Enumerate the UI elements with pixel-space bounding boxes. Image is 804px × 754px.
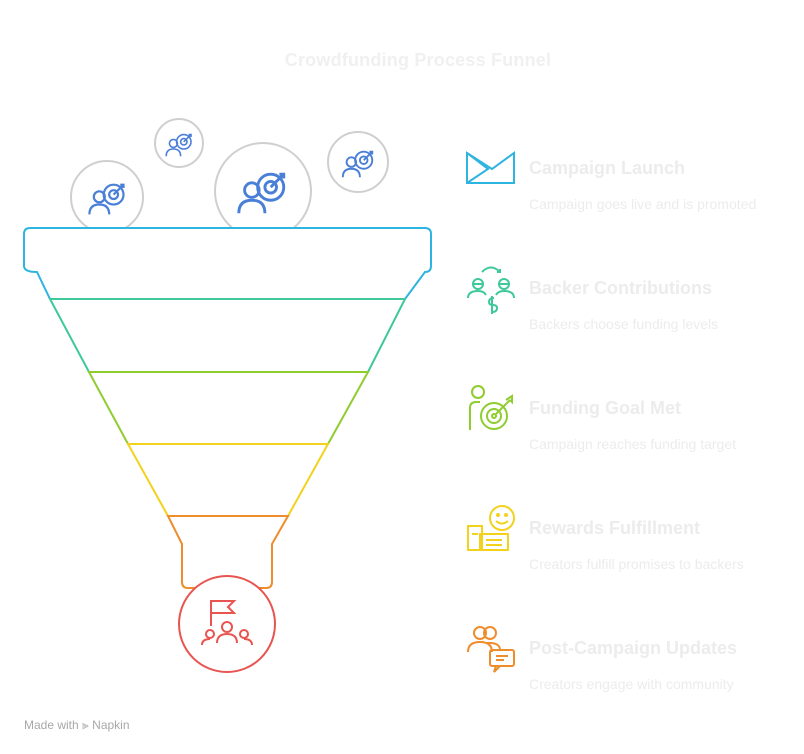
funnel-stage-2: [48, 298, 407, 373]
step-post-campaign-updates: Post-Campaign Updates Creators engage wi…: [465, 638, 795, 718]
step-description: Campaign goes live and is promoted: [529, 196, 757, 212]
step-title: Backer Contributions: [529, 278, 713, 298]
input-circle-1: [70, 160, 144, 234]
step-title: Rewards Fulfillment: [529, 518, 701, 538]
made-with-label: Made with: [24, 718, 79, 732]
person-target-icon: [469, 385, 513, 430]
footer-credit: Made with ⫸ Napkin: [24, 718, 130, 733]
input-circle-2: [154, 118, 204, 168]
step-title: Funding Goal Met: [529, 398, 681, 418]
funnel-stage-1: [23, 227, 432, 300]
happy-delivery-icon: [467, 505, 515, 551]
step-campaign-launch: Campaign Launch Campaign goes live and i…: [465, 158, 795, 238]
funnel-stage-4: [126, 443, 330, 517]
napkin-logo-icon: ⫸: [82, 718, 89, 732]
people-exchange-icon: [467, 266, 515, 314]
step-description: Creators fulfill promises to backers: [529, 556, 744, 572]
output-circle: [178, 575, 276, 673]
step-title: Post-Campaign Updates: [529, 638, 738, 658]
chat-people-icon: [467, 626, 515, 673]
megaphone-icon: [466, 151, 515, 184]
funnel-stage-3: [87, 371, 370, 445]
step-funding-goal-met: Funding Goal Met Campaign reaches fundin…: [465, 398, 795, 478]
step-description: Backers choose funding levels: [529, 316, 719, 332]
step-backer-contributions: Backer Contributions Backers choose fund…: [465, 278, 795, 358]
step-rewards-fulfillment: Rewards Fulfillment Creators fulfill pro…: [465, 518, 795, 598]
funnel-stage-5: [166, 515, 290, 589]
input-circle-4: [327, 131, 389, 193]
step-title: Campaign Launch: [529, 158, 686, 178]
step-description: Campaign reaches funding target: [529, 436, 737, 452]
step-description: Creators engage with community: [529, 676, 734, 692]
team-flag-icon: [201, 600, 253, 646]
input-circle-3: [214, 142, 312, 240]
diagram-title: Crowdfunding Process Funnel: [284, 50, 552, 70]
brand-name: Napkin: [92, 718, 130, 732]
